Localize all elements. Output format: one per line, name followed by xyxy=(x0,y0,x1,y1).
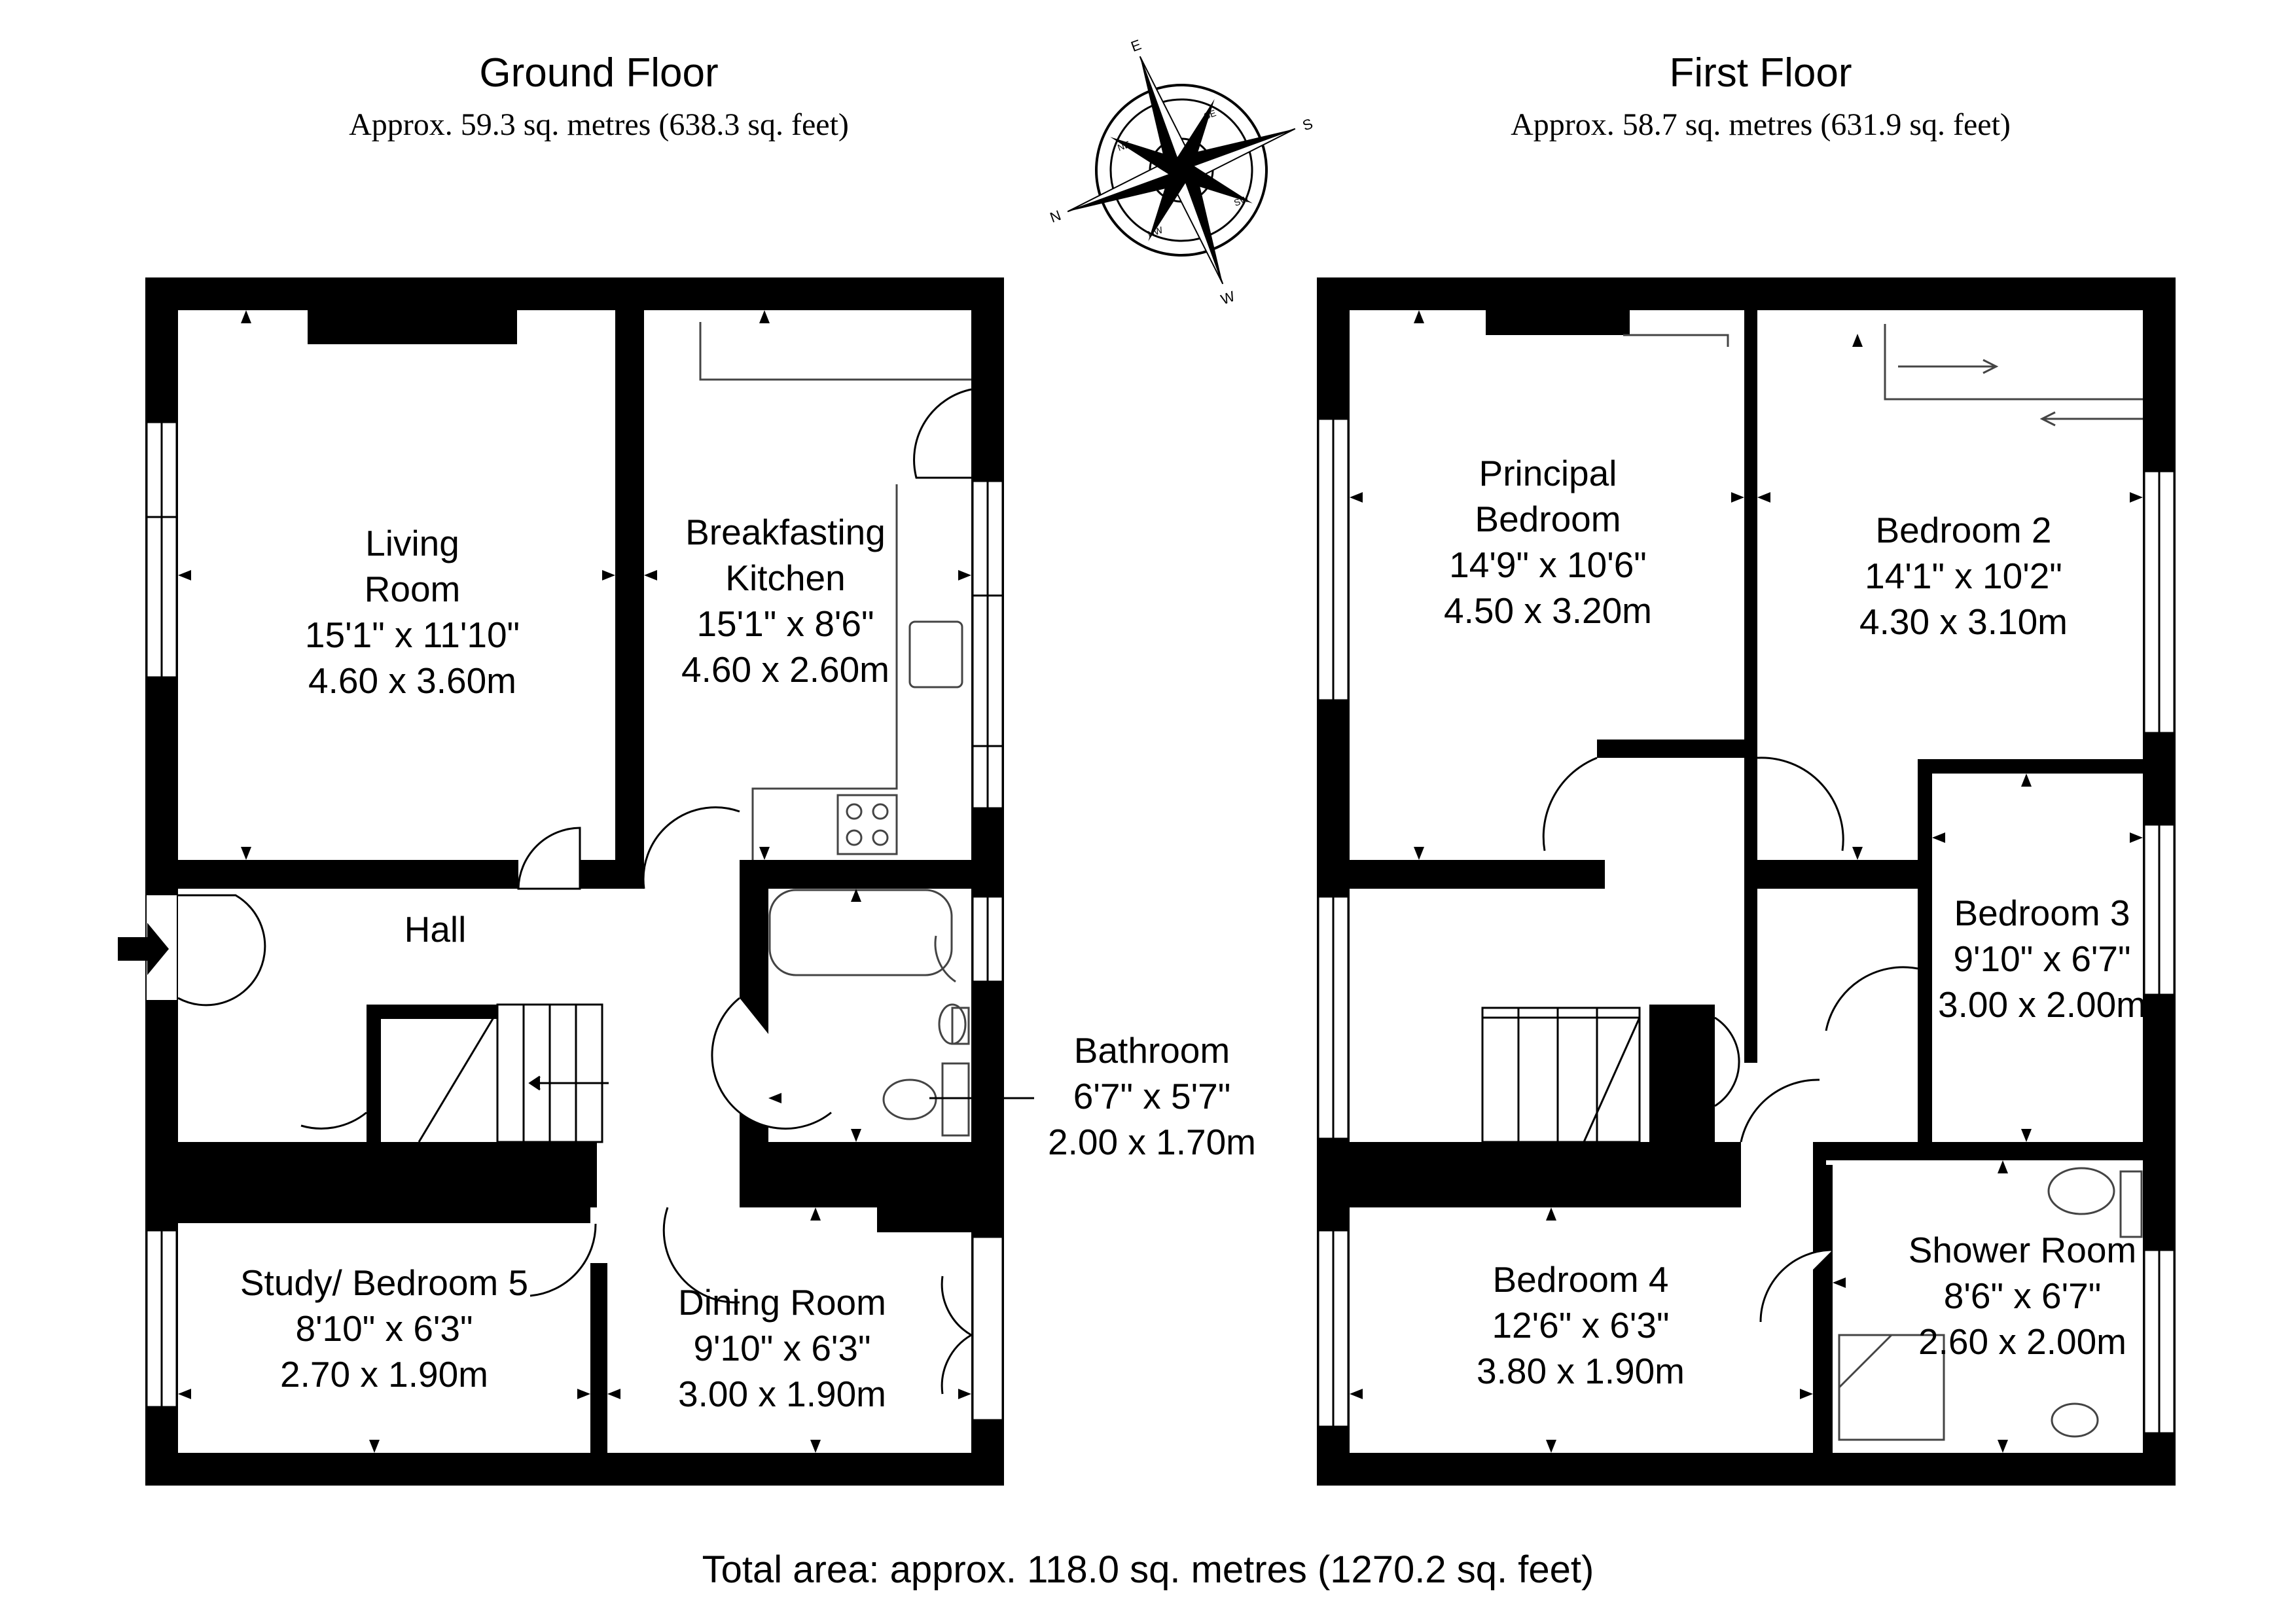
ground-floor-windows xyxy=(145,421,1004,1421)
room-metric: 4.30 x 3.10m xyxy=(1859,601,2068,642)
ground-floor-title: Ground Floor xyxy=(479,50,719,96)
room-dining-room: Dining Room 9'10" x 6'3" 3.00 x 1.90m xyxy=(645,1279,920,1417)
compass-e-label: E xyxy=(1129,36,1143,55)
room-metric: 2.70 x 1.90m xyxy=(280,1354,488,1395)
room-name-line1: Shower Room xyxy=(1908,1230,2137,1270)
room-name-line1: Bedroom 3 xyxy=(1954,893,2130,933)
room-bedroom-3: Bedroom 3 9'10" x 6'7" 3.00 x 2.00m xyxy=(1905,890,2179,1027)
room-name-line1: Breakfasting xyxy=(685,512,886,552)
room-name-line1: Bedroom 4 xyxy=(1492,1259,1669,1300)
room-imperial: 8'10" x 6'3" xyxy=(295,1308,473,1349)
room-metric: 4.60 x 3.60m xyxy=(308,660,516,701)
room-name-line2: Bedroom xyxy=(1475,499,1621,539)
room-bedroom-4: Bedroom 4 12'6" x 6'3" 3.80 x 1.90m xyxy=(1450,1257,1712,1394)
ground-floor-stairs xyxy=(418,1003,609,1143)
room-imperial: 15'1" x 11'10" xyxy=(304,615,520,655)
compass-se-label: SE xyxy=(1202,107,1217,121)
room-imperial: 12'6" x 6'3" xyxy=(1492,1305,1670,1346)
ground-floor-area: Approx. 59.3 sq. metres (638.3 sq. feet) xyxy=(349,107,849,142)
room-study-bedroom-5: Study/ Bedroom 5 8'10" x 6'3" 2.70 x 1.9… xyxy=(191,1260,577,1397)
ground-floor-walls xyxy=(145,277,1004,1486)
bathroom-fittings xyxy=(768,889,970,1137)
room-name-line1: Hall xyxy=(404,909,467,950)
total-area: Total area: approx. 118.0 sq. metres (12… xyxy=(702,1548,1594,1591)
compass-ne-label: NE xyxy=(1116,139,1132,153)
first-floor-windows xyxy=(1317,418,2176,1435)
first-floor-fittings xyxy=(1623,324,2143,1441)
room-metric: 3.80 x 1.90m xyxy=(1477,1351,1685,1391)
room-principal-bedroom: Principal Bedroom 14'9" x 10'6" 4.50 x 3… xyxy=(1384,450,1712,633)
room-name-line2: Room xyxy=(364,569,461,609)
room-name-line1: Principal xyxy=(1479,453,1617,493)
room-metric: 4.50 x 3.20m xyxy=(1444,590,1652,631)
first-floor-area: Approx. 58.7 sq. metres (631.9 sq. feet) xyxy=(1511,107,2011,142)
room-imperial: 6'7" x 5'7" xyxy=(1073,1076,1231,1116)
room-living-room: Living Room 15'1" x 11'10" 4.60 x 3.60m xyxy=(249,520,576,704)
first-floor-doors xyxy=(1542,757,1918,1323)
room-name-line1: Bathroom xyxy=(1073,1030,1230,1071)
ground-floor-doors xyxy=(300,388,972,1395)
compass-w-label: W xyxy=(1219,288,1237,308)
room-name-line1: Living xyxy=(365,523,459,563)
compass-nw-label: NW xyxy=(1146,224,1164,240)
room-imperial: 9'10" x 6'7" xyxy=(1953,938,2131,979)
first-floor-stairs xyxy=(1481,1007,1641,1143)
dimension-markers xyxy=(178,310,2143,1453)
room-bathroom: Bathroom 6'7" x 5'7" 2.00 x 1.70m xyxy=(1021,1027,1283,1165)
room-metric: 2.00 x 1.70m xyxy=(1048,1122,1256,1162)
room-metric: 3.00 x 2.00m xyxy=(1938,984,2146,1025)
room-name-line1: Study/ Bedroom 5 xyxy=(240,1262,529,1303)
compass-n-label: N xyxy=(1048,207,1063,226)
ground-floor-plan xyxy=(118,277,1034,1486)
room-metric: 3.00 x 1.90m xyxy=(678,1374,886,1414)
room-shower-room: Shower Room 8'6" x 6'7" 2.60 x 2.00m xyxy=(1885,1227,2160,1364)
room-imperial: 9'10" x 6'3" xyxy=(693,1328,871,1368)
room-hall: Hall xyxy=(370,906,501,952)
room-name-line1: Dining Room xyxy=(678,1282,886,1323)
room-bedroom-2: Bedroom 2 14'1" x 10'2" 4.30 x 3.10m xyxy=(1800,507,2127,645)
first-floor-title: First Floor xyxy=(1669,50,1852,96)
compass-s-label: S xyxy=(1300,115,1315,134)
room-metric: 4.60 x 2.60m xyxy=(681,649,889,690)
entrance-arrow-icon xyxy=(118,923,169,975)
compass-sw-label: SW xyxy=(1232,193,1250,208)
room-imperial: 15'1" x 8'6" xyxy=(696,603,874,644)
room-imperial: 14'9" x 10'6" xyxy=(1449,544,1647,585)
room-metric: 2.60 x 2.00m xyxy=(1918,1321,2126,1362)
room-imperial: 14'1" x 10'2" xyxy=(1865,556,2062,596)
room-name-line2: Kitchen xyxy=(725,558,846,598)
room-name-line1: Bedroom 2 xyxy=(1875,510,2052,550)
kitchen-fittings xyxy=(699,322,971,860)
first-floor-plan xyxy=(1317,277,2176,1486)
room-imperial: 8'6" x 6'7" xyxy=(1943,1275,2102,1316)
room-breakfasting-kitchen: Breakfasting Kitchen 15'1" x 8'6" 4.60 x… xyxy=(655,509,916,692)
compass-rose-icon: E W S N SE SW NW NE xyxy=(1048,36,1315,308)
